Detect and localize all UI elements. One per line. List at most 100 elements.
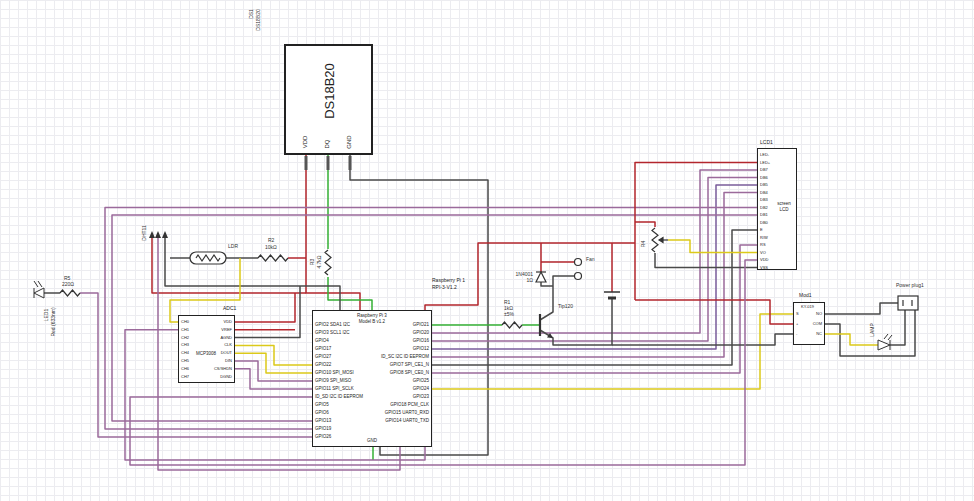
- wire: [522, 324, 540, 326]
- component-label: Power plug1: [896, 282, 924, 289]
- wire: [612, 334, 793, 345]
- wire: [130, 260, 757, 465]
- lamp-symbol: [878, 340, 890, 350]
- part-label: Raspberry Pi 1 RPI-3-V1.2: [432, 277, 474, 290]
- sensor-pin: [305, 156, 308, 170]
- lamp-symbol: [878, 334, 892, 350]
- pin-name: NO: [816, 311, 822, 317]
- component-label: 10kΩ: [265, 244, 277, 251]
- pin-name: VSS: [760, 265, 768, 271]
- pin-name: VDD: [224, 319, 232, 325]
- wire: [890, 310, 905, 345]
- wire: [288, 257, 306, 259]
- pin-name: GPIO17: [315, 346, 331, 352]
- potentiometer-symbol: [651, 227, 659, 253]
- fan-terminal: [575, 259, 582, 280]
- pin-name: GPIO21: [413, 322, 429, 328]
- wire: [44, 163, 915, 471]
- sensor-box: DS18B20VDDDQGND: [284, 44, 373, 155]
- pin-name: GPIO4: [315, 338, 329, 344]
- wire: [432, 245, 757, 373]
- resistor-symbol: [258, 255, 288, 261]
- power-plug-symbol: [898, 296, 918, 310]
- ldr-symbol: [190, 252, 226, 264]
- component-label: Fan: [586, 256, 595, 263]
- pin-name: CH4: [181, 350, 189, 356]
- pin-name: GPIO8 SPI_CE0_N: [390, 370, 429, 376]
- part-label: Mod1: [799, 292, 812, 299]
- transistor-symbol: [540, 314, 553, 338]
- component-label: LED1: [43, 309, 50, 322]
- dht11-pin-arrow: [162, 231, 168, 238]
- battery-symbol: [608, 297, 616, 300]
- wire: [235, 369, 312, 389]
- potentiometer-symbol: [651, 227, 668, 253]
- pin-name: DOUT: [221, 350, 232, 356]
- pin-name: GPIO20: [413, 330, 429, 336]
- pin-name: AGND: [220, 335, 232, 341]
- component-label: 1Ω: [526, 277, 533, 284]
- pin-name: GPIO14 UART0_TXD: [385, 418, 429, 424]
- wire: [432, 185, 757, 349]
- pin-name: VREF: [221, 327, 232, 333]
- wire: [165, 236, 340, 310]
- component-label: R2: [268, 237, 274, 244]
- pin-name: DB6: [760, 175, 768, 181]
- pin-name: GND: [362, 438, 382, 444]
- wire: [235, 286, 300, 338]
- pin-name: GPIO19: [315, 426, 331, 432]
- sensor-pin: [349, 156, 352, 170]
- pin-name: CH5: [181, 358, 189, 364]
- wire: [822, 310, 915, 356]
- led-symbol: [34, 281, 38, 287]
- part-label: ADC1: [223, 305, 236, 312]
- pin-name: VDD: [760, 257, 768, 263]
- pin-name: R/W: [760, 235, 768, 241]
- sensor-pin: [306, 156, 350, 170]
- potentiometer-symbol: [652, 228, 658, 252]
- wire: [235, 353, 312, 373]
- pin-name: GPIO23: [413, 394, 429, 400]
- wire: [432, 178, 757, 342]
- lamp-symbol: [888, 335, 892, 340]
- ldr-symbol: [196, 255, 220, 261]
- wire: [44, 292, 60, 294]
- pin-name: GPIO6: [315, 410, 329, 416]
- pin-name: GPIO24: [413, 386, 429, 392]
- relay-module-box: Mod1KY-019S+-NOCOMNC: [793, 302, 825, 345]
- pin-name: +: [796, 321, 798, 327]
- resistor-symbol: [325, 250, 331, 275]
- pin-name: GPIO12: [413, 346, 429, 352]
- ldr-symbol: [190, 252, 226, 264]
- pin-name: -: [796, 331, 797, 337]
- adc-chip-box: ADC1MCP3008CH0CH1CH2CH3CH4CH5CH6CH7VDDVR…: [178, 315, 235, 383]
- component-label: 1N4001: [515, 271, 533, 278]
- power-plug-symbol: [898, 296, 918, 310]
- component-label: R3: [309, 259, 316, 265]
- power-plug-symbol: [911, 300, 912, 306]
- pin-name: ID_SD I2C ID EEPROM: [315, 394, 363, 400]
- sensor-pin: [327, 156, 330, 170]
- pin-name: GPIO15 UART0_RXD: [385, 410, 429, 416]
- wire: [635, 300, 793, 324]
- component-label: 1kΩ: [504, 305, 513, 312]
- potentiometer-symbol: [659, 238, 663, 243]
- component-label: R5: [64, 275, 70, 282]
- pin-name: GPIO7 SPI_CE1_N: [390, 362, 429, 368]
- pin-name: GPIO16: [413, 338, 429, 344]
- pin-name: VO: [760, 250, 766, 256]
- pin-name: RS: [760, 242, 766, 248]
- led-symbol: [34, 288, 44, 298]
- dht11-pin-arrow: [149, 231, 168, 238]
- transistor-symbol: [547, 333, 553, 338]
- wire: [540, 243, 542, 272]
- pin-name: GPIO5: [315, 402, 329, 408]
- pin-name: LED-: [760, 152, 769, 158]
- pin-name: NC: [816, 331, 822, 337]
- wire: [541, 261, 575, 263]
- wire: [540, 298, 612, 345]
- pin-name: LED+: [760, 160, 770, 166]
- lcd-box: LCD1screen LCDLED-LED+DB7DB6DB5DB4DB3DB2…: [757, 148, 797, 270]
